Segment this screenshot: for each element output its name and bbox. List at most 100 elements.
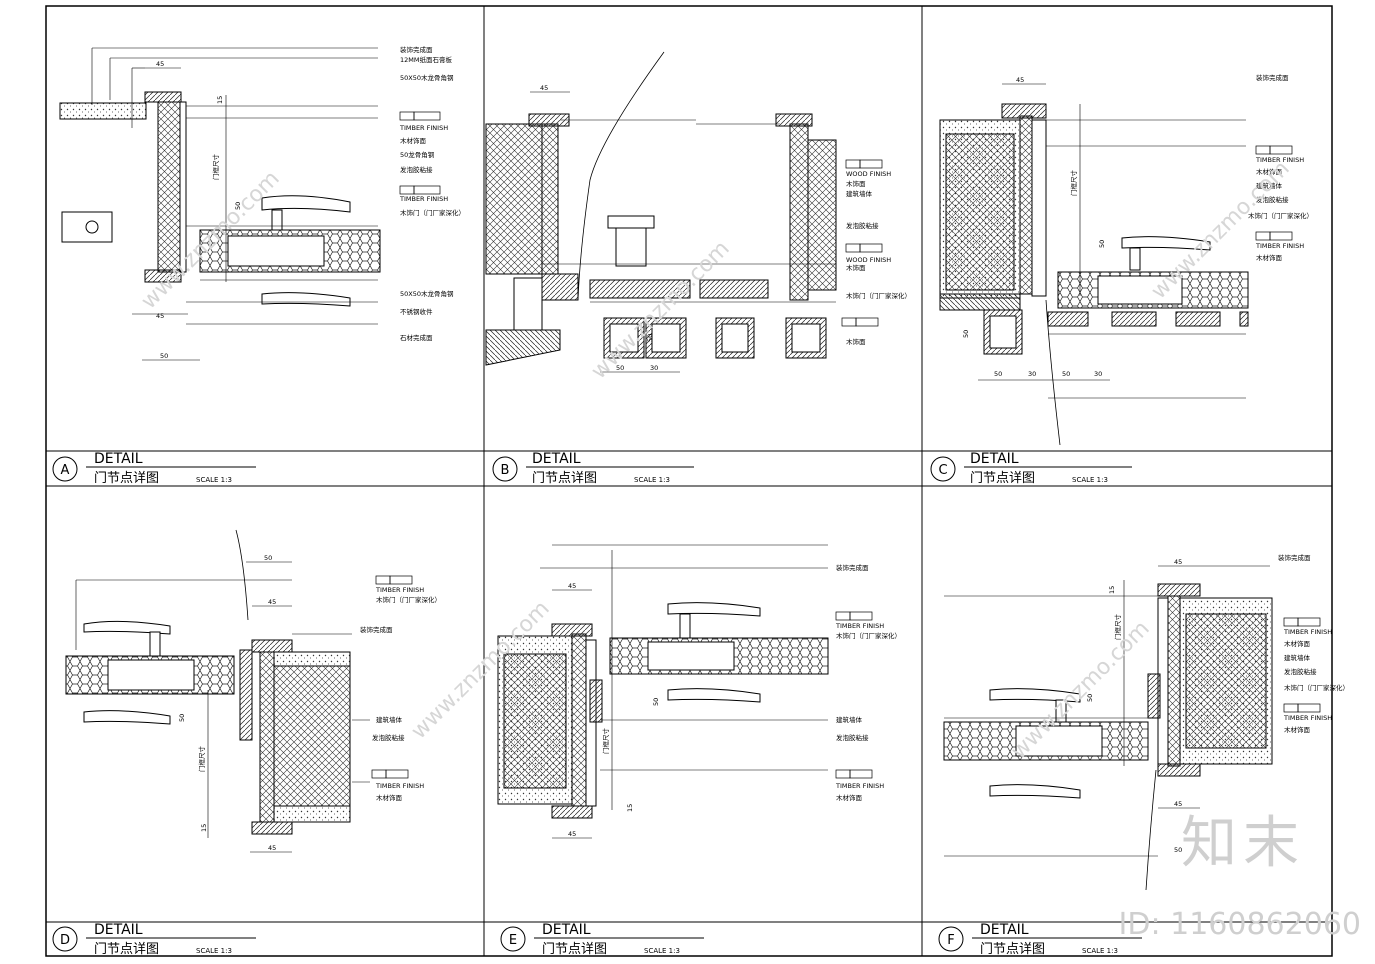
title-block-f: F DETAIL 门节点详图 SCALE 1:3 xyxy=(938,922,1142,957)
title-subtitle-b: 门节点详图 xyxy=(532,471,597,486)
svg-text:木饰门（门厂家深化）: 木饰门（门厂家深化） xyxy=(1284,683,1349,692)
svg-text:50龙骨角钢: 50龙骨角钢 xyxy=(400,150,435,159)
svg-text:50: 50 xyxy=(994,370,1002,378)
svg-text:建筑墙体: 建筑墙体 xyxy=(836,715,863,724)
svg-text:45: 45 xyxy=(568,582,576,590)
svg-text:发泡胶粘接: 发泡胶粘接 xyxy=(1256,195,1289,204)
svg-text:木饰门（门厂家深化）: 木饰门（门厂家深化） xyxy=(846,291,911,300)
svg-text:50: 50 xyxy=(616,364,624,372)
svg-text:50X50木龙骨角钢: 50X50木龙骨角钢 xyxy=(400,289,454,298)
svg-text:木材饰面: 木材饰面 xyxy=(836,793,863,802)
svg-text:45: 45 xyxy=(568,830,576,838)
svg-text:30: 30 xyxy=(1094,370,1102,378)
svg-text:门框尺寸: 门框尺寸 xyxy=(1113,614,1122,641)
svg-text:木饰门（门厂家深化）: 木饰门（门厂家深化） xyxy=(400,208,465,217)
svg-text:45: 45 xyxy=(156,312,164,320)
svg-text:TIMBER FINISH: TIMBER FINISH xyxy=(835,622,884,630)
svg-text:TIMBER FINISH: TIMBER FINISH xyxy=(835,782,884,790)
title-scale-d: SCALE 1:3 xyxy=(196,947,232,955)
title-detail-b: DETAIL xyxy=(532,451,581,467)
title-detail-d: DETAIL xyxy=(94,922,143,938)
svg-text:木饰门（门厂家深化）: 木饰门（门厂家深化） xyxy=(1248,211,1313,220)
svg-text:门框尺寸: 门框尺寸 xyxy=(1069,170,1078,197)
svg-text:50: 50 xyxy=(234,202,242,210)
title-block-b: B DETAIL 门节点详图 SCALE 1:3 xyxy=(492,451,694,486)
title-subtitle-c: 门节点详图 xyxy=(970,471,1035,486)
svg-text:门框尺寸: 门框尺寸 xyxy=(197,746,206,773)
svg-text:建筑墙体: 建筑墙体 xyxy=(846,189,873,198)
title-block-a: A DETAIL 门节点详图 SCALE 1:3 xyxy=(52,451,256,486)
svg-text:15: 15 xyxy=(1108,586,1116,594)
svg-text:TIMBER FINISH: TIMBER FINISH xyxy=(1283,628,1332,636)
svg-text:30: 30 xyxy=(1028,370,1036,378)
svg-text:45: 45 xyxy=(1016,76,1024,84)
title-scale-b: SCALE 1:3 xyxy=(634,476,670,484)
detail-c-drawing: 45 装饰完成面 TIMBER FINISH 木材饰面 建筑墙体 发泡胶粘接 木… xyxy=(939,73,1313,446)
svg-text:建筑墙体: 建筑墙体 xyxy=(1256,181,1283,190)
svg-text:15: 15 xyxy=(626,804,634,812)
title-subtitle-f: 门节点详图 xyxy=(980,942,1045,957)
svg-text:木饰门（门厂家深化）: 木饰门（门厂家深化） xyxy=(836,631,901,640)
title-scale-c: SCALE 1:3 xyxy=(1072,476,1108,484)
svg-text:WOOD FINISH: WOOD FINISH xyxy=(846,256,891,264)
title-letter-d: D xyxy=(60,933,70,948)
svg-text:TIMBER FINISH: TIMBER FINISH xyxy=(375,586,424,594)
svg-text:木材饰面: 木材饰面 xyxy=(376,793,403,802)
svg-text:WOOD FINISH: WOOD FINISH xyxy=(846,170,891,178)
svg-text:木材饰面: 木材饰面 xyxy=(1284,725,1311,734)
title-detail-e: DETAIL xyxy=(542,922,591,938)
svg-text:发泡胶粘接: 发泡胶粘接 xyxy=(400,165,433,174)
detail-f-drawing: 45 45 50 装饰完成面 TIMBER FINISH 木材饰面 建筑墙体 发… xyxy=(943,553,1349,891)
svg-text:TIMBER FINISH: TIMBER FINISH xyxy=(1283,714,1332,722)
svg-text:15: 15 xyxy=(200,824,208,832)
svg-text:TIMBER FINISH: TIMBER FINISH xyxy=(399,195,448,203)
detail-b-drawing: 45 WOOD FINISH 木饰面 建筑墙体 发泡胶粘接 WOOD FINIS… xyxy=(485,51,911,373)
svg-text:45: 45 xyxy=(268,844,276,852)
title-letter-f: F xyxy=(947,933,954,948)
svg-text:TIMBER FINISH: TIMBER FINISH xyxy=(1255,242,1304,250)
svg-text:TIMBER FINISH: TIMBER FINISH xyxy=(1255,156,1304,164)
svg-text:发泡胶粘接: 发泡胶粘接 xyxy=(846,221,879,230)
title-subtitle-e: 门节点详图 xyxy=(542,942,607,957)
title-letter-c: C xyxy=(938,463,947,478)
svg-text:50: 50 xyxy=(1086,694,1094,702)
title-subtitle-a: 门节点详图 xyxy=(94,471,159,486)
title-detail-c: DETAIL xyxy=(970,451,1019,467)
title-subtitle-d: 门节点详图 xyxy=(94,942,159,957)
detail-e-drawing: 45 45 装饰完成面 TIMBER FINISH 木饰门（门厂家深化） 建筑墙… xyxy=(497,544,901,839)
title-block-d: D DETAIL 门节点详图 SCALE 1:3 xyxy=(52,922,256,957)
title-scale-e: SCALE 1:3 xyxy=(644,947,680,955)
svg-text:50: 50 xyxy=(160,352,168,360)
svg-text:装饰完成面: 装饰完成面 xyxy=(1278,553,1311,562)
detail-a-drawing: 装饰完成面 12MM纸面石膏板 50X50木龙骨角钢 木材饰面 50龙骨角钢 发… xyxy=(59,45,465,361)
svg-text:装饰完成面: 装饰完成面 xyxy=(1256,73,1289,82)
svg-text:50X50木龙骨角钢: 50X50木龙骨角钢 xyxy=(400,73,454,82)
svg-text:50: 50 xyxy=(652,698,660,706)
svg-text:45: 45 xyxy=(540,84,548,92)
svg-text:木饰面: 木饰面 xyxy=(846,263,866,272)
title-letter-e: E xyxy=(509,933,517,948)
svg-text:12MM纸面石膏板: 12MM纸面石膏板 xyxy=(400,55,452,64)
title-detail-f: DETAIL xyxy=(980,922,1029,938)
svg-text:不锈钢收件: 不锈钢收件 xyxy=(400,307,433,316)
svg-text:50: 50 xyxy=(646,334,654,342)
svg-text:45: 45 xyxy=(1174,558,1182,566)
svg-text:木材饰面: 木材饰面 xyxy=(1256,167,1283,176)
svg-text:装饰完成面: 装饰完成面 xyxy=(400,45,433,54)
svg-text:50: 50 xyxy=(1098,240,1106,248)
svg-text:发泡胶粘接: 发泡胶粘接 xyxy=(1284,667,1317,676)
title-block-e: E DETAIL 门节点详图 SCALE 1:3 xyxy=(500,922,704,957)
svg-text:门框尺寸: 门框尺寸 xyxy=(211,154,220,181)
svg-text:门框尺寸: 门框尺寸 xyxy=(601,728,610,755)
svg-text:发泡胶粘接: 发泡胶粘接 xyxy=(372,733,405,742)
svg-text:建筑墙体: 建筑墙体 xyxy=(376,715,403,724)
svg-text:木饰面: 木饰面 xyxy=(846,337,866,346)
title-scale-f: SCALE 1:3 xyxy=(1082,947,1118,955)
detail-d-drawing: 50 45 45 木饰门（门厂家深化） TIMBER FINISH 装饰完成面 … xyxy=(65,529,441,853)
svg-text:木材饰面: 木材饰面 xyxy=(1256,253,1283,262)
svg-text:木饰门（门厂家深化）: 木饰门（门厂家深化） xyxy=(376,595,441,604)
title-block-c: C DETAIL 门节点详图 SCALE 1:3 xyxy=(930,451,1132,486)
svg-text:发泡胶粘接: 发泡胶粘接 xyxy=(836,733,869,742)
svg-text:木材饰面: 木材饰面 xyxy=(1284,639,1311,648)
